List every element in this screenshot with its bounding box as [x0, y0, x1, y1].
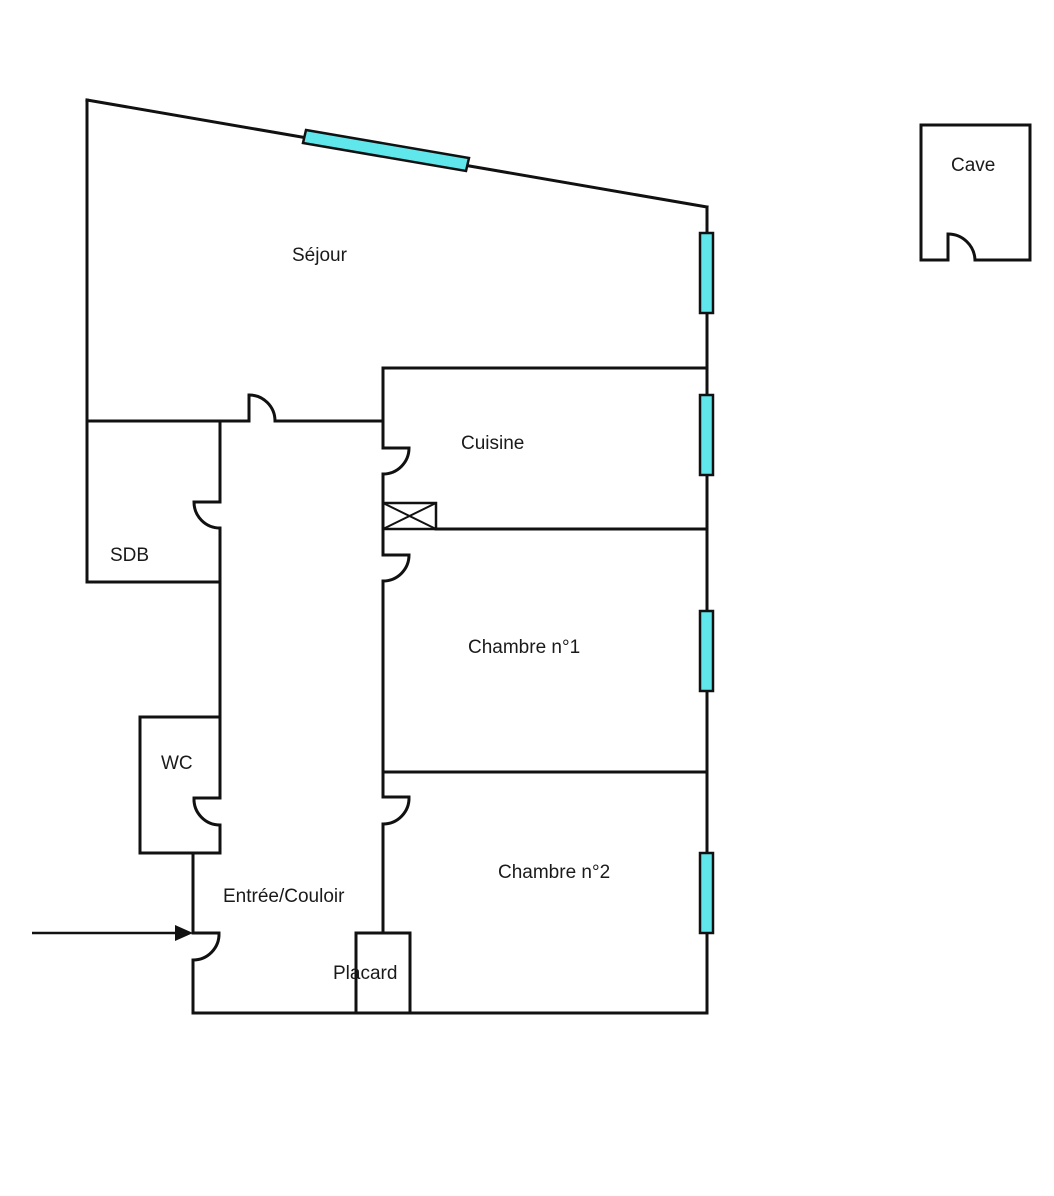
label-sdb: SDB: [110, 545, 149, 566]
door-chambre2-icon[interactable]: [382, 795, 411, 826]
doors: [192, 393, 411, 962]
window-chambre2-icon: [698, 851, 715, 935]
door-cave-icon[interactable]: [946, 232, 977, 261]
door-cuisine-icon[interactable]: [382, 446, 411, 476]
label-cave: Cave: [951, 155, 995, 176]
windows: [301, 128, 715, 935]
wall-wc: [138, 715, 222, 855]
ventilation-duct-icon: [381, 501, 438, 531]
label-wc: WC: [161, 753, 193, 774]
door-sejour-icon[interactable]: [247, 393, 277, 422]
room-labels: Séjour Cuisine SDB Chambre n°1 Chambre n…: [110, 155, 995, 984]
door-entrance-icon[interactable]: [192, 931, 221, 962]
label-chambre1: Chambre n°1: [468, 637, 580, 658]
label-placard: Placard: [333, 963, 397, 984]
door-chambre1-icon[interactable]: [382, 553, 411, 583]
door-sdb-icon[interactable]: [192, 500, 221, 530]
label-cuisine: Cuisine: [461, 433, 524, 454]
entrance-arrow-icon: [32, 925, 193, 941]
window-chambre1-icon: [698, 609, 715, 693]
wall-cave: [919, 123, 1032, 262]
label-entree: Entrée/Couloir: [223, 886, 345, 907]
wall-placard: [354, 931, 412, 1015]
label-sejour: Séjour: [292, 245, 348, 266]
cave-box: [919, 123, 1032, 262]
door-wc-icon[interactable]: [192, 796, 221, 827]
interior-walls: [85, 366, 709, 1015]
label-chambre2: Chambre n°2: [498, 862, 610, 883]
window-cuisine-icon: [698, 393, 715, 477]
window-sejour-east-icon: [698, 231, 715, 315]
window-sejour-north-icon: [301, 128, 471, 173]
